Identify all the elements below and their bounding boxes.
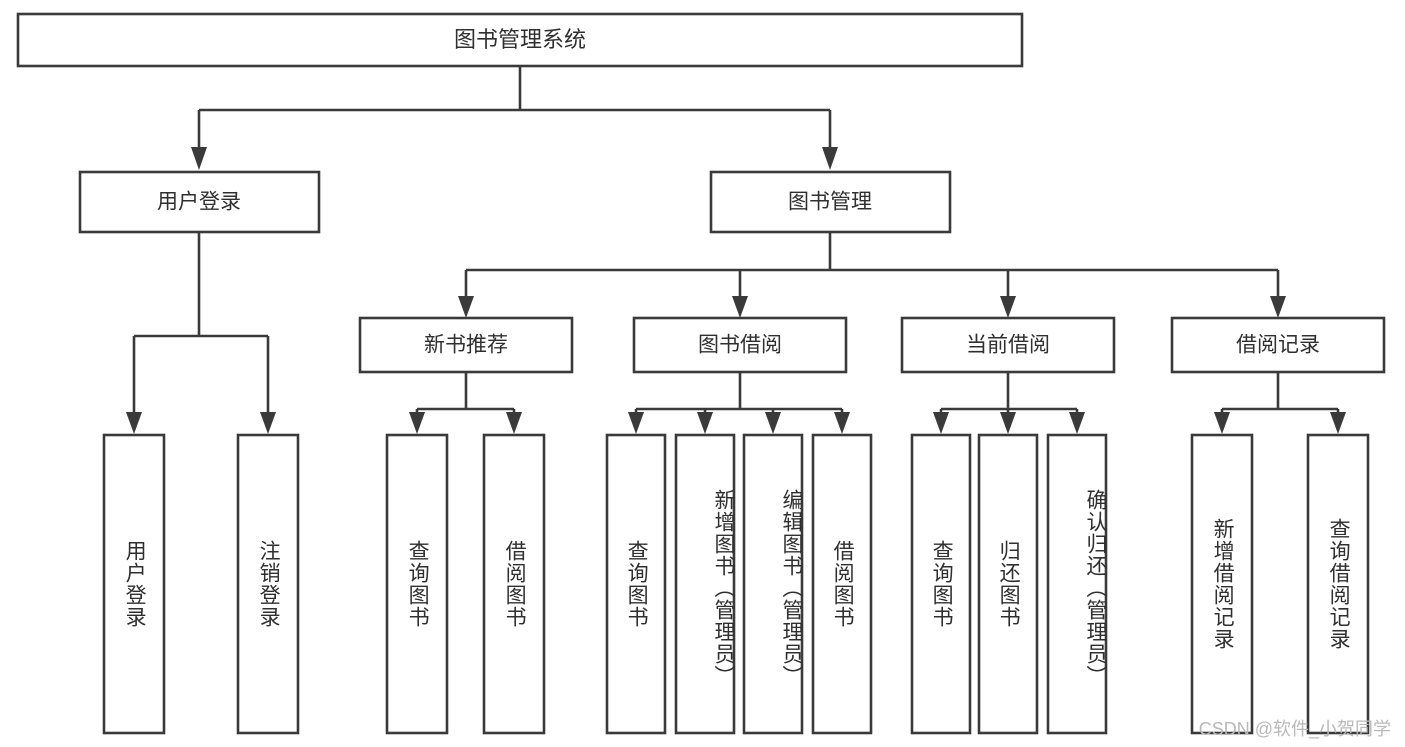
arrow-head-user-login-leaf-0 — [126, 412, 142, 434]
node-new-book-recommend-label: 新书推荐 — [424, 334, 508, 357]
connector-group-current-borrow — [933, 372, 1085, 434]
arrow-head-borrow-record-leaf-0 — [1214, 412, 1230, 434]
node-book-borrow-label: 图书借阅 — [698, 334, 782, 357]
node-user-login[interactable]: 用户登录 — [78, 170, 321, 234]
leaf-box-new-book-1[interactable] — [482, 433, 546, 735]
arrow-head-current-borrow-leaf-0 — [933, 412, 949, 434]
arrow-head-borrow-record — [1270, 296, 1286, 318]
node-root-box[interactable] — [16, 12, 1024, 68]
leaf-box-new-book-0[interactable] — [385, 433, 449, 735]
leaf-box-user-login-0[interactable] — [102, 433, 166, 735]
node-current-borrow-label: 当前借阅 — [966, 334, 1050, 357]
leaf-box-borrow-record-1[interactable] — [1306, 433, 1370, 735]
node-new-book-recommend-box[interactable] — [358, 316, 574, 374]
arrow-head-new-book-leaf-0 — [409, 412, 425, 434]
connector-group-borrow-record — [1214, 372, 1346, 434]
node-borrow-record-box[interactable] — [1170, 316, 1386, 374]
arrow-head-book-borrow — [732, 296, 748, 318]
arrow-head-current-borrow-leaf-2 — [1069, 412, 1085, 434]
node-borrow-record[interactable]: 借阅记录 — [1170, 316, 1386, 374]
node-root-book-management-system[interactable]: 图书管理系统 — [16, 12, 1024, 68]
leaf-box-current-borrow-0[interactable] — [910, 433, 972, 735]
connector-group-user-login — [126, 232, 276, 434]
node-new-book-recommend[interactable]: 新书推荐 — [358, 316, 574, 374]
node-book-borrow-box[interactable] — [632, 316, 848, 374]
leaf-box-book-borrow-3[interactable] — [811, 433, 873, 735]
arrow-head-book-borrow-leaf-3 — [834, 412, 850, 434]
connector-group-book-borrow — [628, 372, 850, 434]
arrow-head-borrow-record-leaf-1 — [1330, 412, 1346, 434]
node-book-management-box[interactable] — [709, 170, 952, 234]
connector-group-book-manage — [458, 232, 1286, 318]
arrow-head-user-login — [191, 147, 207, 170]
arrow-head-book-borrow-leaf-2 — [765, 412, 781, 434]
arrow-head-book-manage — [822, 147, 838, 170]
node-current-borrow[interactable]: 当前借阅 — [900, 316, 1116, 374]
arrow-head-current-borrow-leaf-1 — [1000, 412, 1016, 434]
arrow-head-user-login-leaf-1 — [260, 412, 276, 434]
arrow-head-book-borrow-leaf-1 — [697, 412, 713, 434]
node-user-login-label: 用户登录 — [157, 191, 241, 214]
node-borrow-record-label: 借阅记录 — [1236, 334, 1320, 357]
node-book-management[interactable]: 图书管理 — [709, 170, 952, 234]
csdn-watermark: CSDN @软件_小贺同学 — [1198, 719, 1391, 739]
node-root-label: 图书管理系统 — [454, 27, 586, 52]
leaf-box-current-borrow-2[interactable] — [1046, 433, 1108, 735]
leaf-box-borrow-record-0[interactable] — [1190, 433, 1254, 735]
node-book-management-label: 图书管理 — [788, 191, 872, 214]
leaf-box-book-borrow-2[interactable] — [742, 433, 804, 735]
node-book-borrow[interactable]: 图书借阅 — [632, 316, 848, 374]
arrow-head-new-book-recommend — [458, 296, 474, 318]
arrow-head-book-borrow-leaf-0 — [628, 412, 644, 434]
node-current-borrow-box[interactable] — [900, 316, 1116, 374]
connector-group-root — [191, 66, 838, 170]
leaf-box-book-borrow-1[interactable] — [674, 433, 736, 735]
node-user-login-box[interactable] — [78, 170, 321, 234]
arrow-head-current-borrow — [1000, 296, 1016, 318]
arrow-head-new-book-leaf-1 — [506, 412, 522, 434]
leaf-box-book-borrow-0[interactable] — [605, 433, 667, 735]
leaf-box-current-borrow-1[interactable] — [977, 433, 1039, 735]
leaf-box-user-login-1[interactable] — [236, 433, 300, 735]
connector-group-new-book-recommend — [409, 372, 522, 434]
